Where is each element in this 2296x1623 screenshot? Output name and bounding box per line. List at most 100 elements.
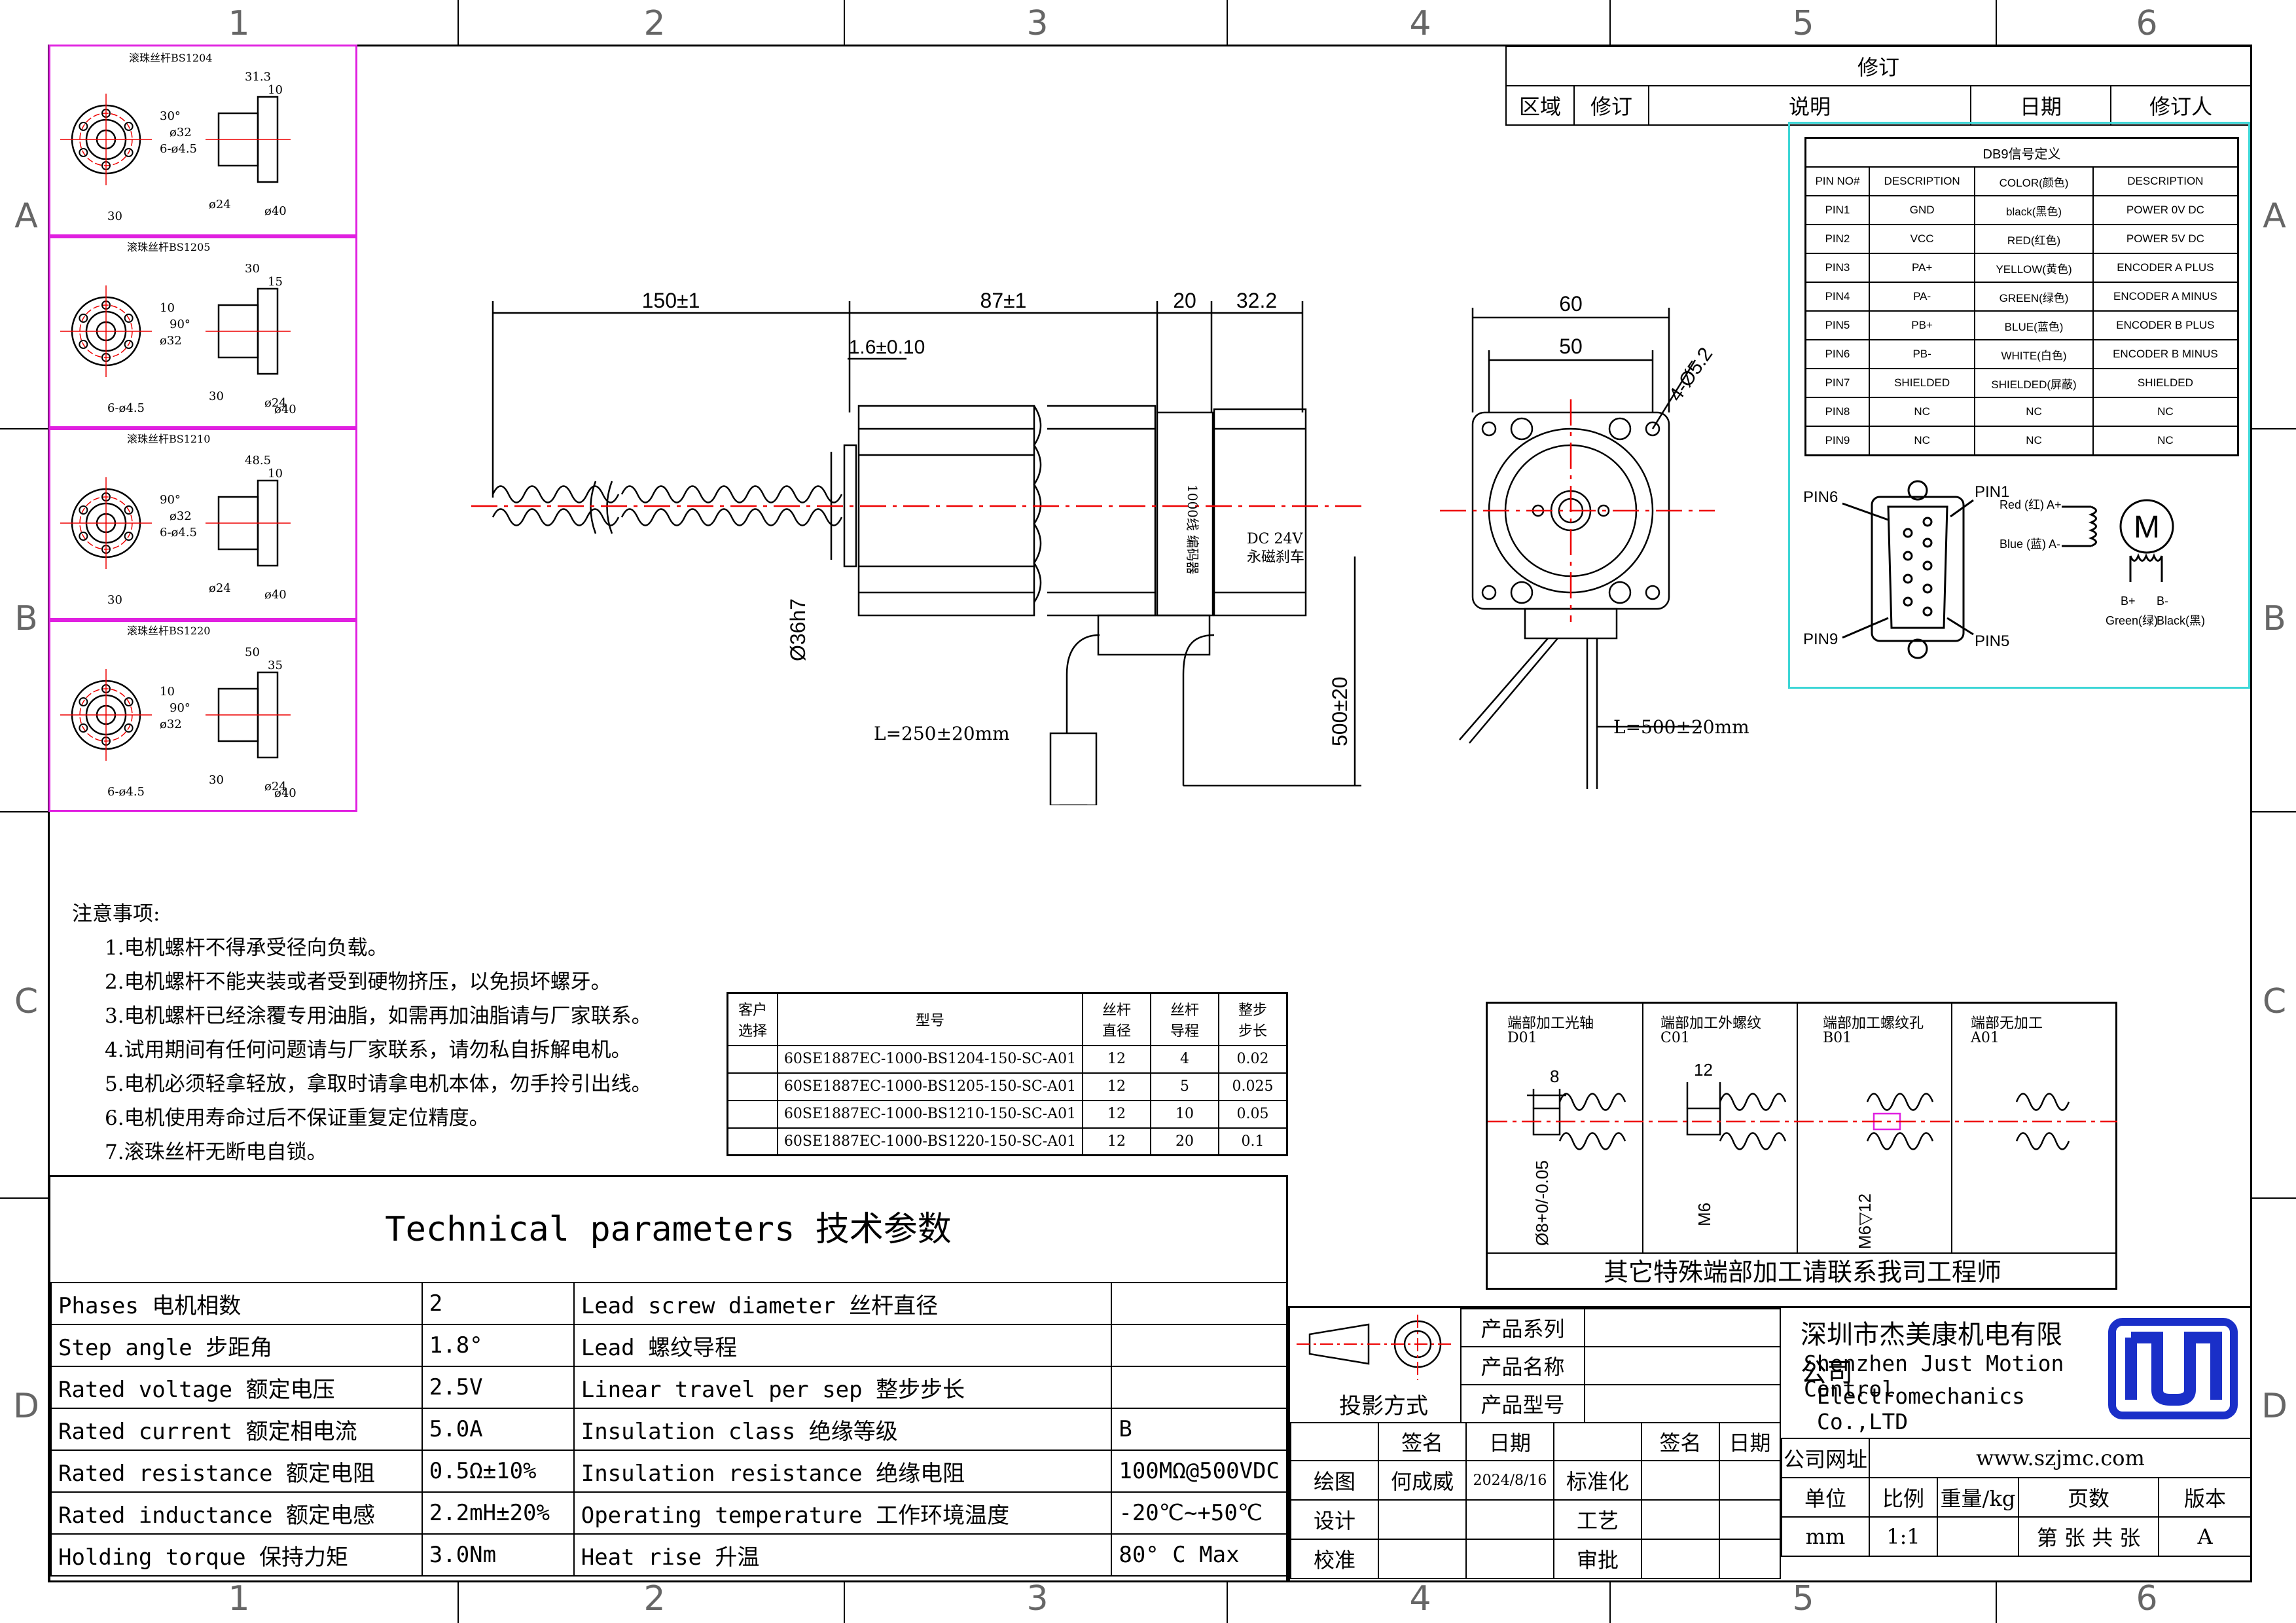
table-cell: black(黑色)	[1974, 195, 2094, 225]
table-cell: ENCODER A PLUS	[2092, 253, 2239, 283]
coil-label: Blue (蓝) A-	[2000, 538, 2060, 551]
zone-col-6: 6	[2136, 4, 2158, 43]
approve-label: 审批	[1553, 1539, 1642, 1579]
coil-label: B-	[2157, 594, 2168, 608]
pin1-label: PIN1	[1975, 483, 2009, 501]
version-label: 版本	[2158, 1477, 2252, 1518]
end-option-c01: 端部加工外螺纹 C01	[1642, 1004, 1798, 1252]
table-cell: ENCODER B MINUS	[2092, 339, 2239, 369]
ballscrew-panel-bs1220	[48, 620, 357, 812]
ballscrew-dim: 90°	[170, 318, 190, 331]
cable-length-left: L=250±20mm	[874, 723, 1010, 744]
coil-label: B+	[2121, 594, 2136, 608]
projection-symbol-icon	[1297, 1315, 1454, 1380]
ballscrew-title: 滚珠丝杆BS1220	[127, 625, 210, 637]
model-label: 产品型号	[1460, 1384, 1585, 1423]
table-cell: ENCODER A MINUS	[2092, 282, 2239, 312]
param-label: Operating temperature 工作环境温度	[573, 1491, 1113, 1535]
ballscrew-dim: ø40	[264, 588, 287, 602]
motor-symbol: M	[2134, 510, 2160, 545]
table-cell: PIN4	[1804, 282, 1870, 312]
note-item: 1.电机螺杆不得承受径向负载。	[105, 936, 388, 960]
end-machining-footer: 其它特殊端部加工请联系我司工程师	[1488, 1252, 2117, 1291]
param-value: 80° C Max	[1111, 1533, 1287, 1577]
unit-label: 单位	[1781, 1477, 1870, 1518]
projection-label: 投影方式	[1339, 1393, 1428, 1419]
ballscrew-title: 滚珠丝杆BS1204	[129, 52, 213, 64]
ballscrew-dim: 50	[245, 646, 260, 659]
param-label: Rated current 额定相电流	[50, 1408, 423, 1451]
table-cell: 5	[1150, 1072, 1219, 1101]
ballscrew-dim: 30	[245, 262, 260, 276]
ballscrew-dim: 48.5	[245, 454, 271, 467]
approval-table: 签名 日期 签名 日期 绘图 何成威 2024/8/16 标准化 设计 工艺 校…	[1290, 1422, 1781, 1579]
title-block: 投影方式 产品系列 产品名称 产品型号 签名 日期 签名 日期 绘图 何成威 2…	[1288, 1306, 2252, 1582]
ballscrew-dim: ø24	[209, 198, 231, 211]
zone-col-2-bottom: 2	[643, 1579, 666, 1618]
zone-row-b: B	[14, 599, 38, 638]
select-cell[interactable]	[726, 1072, 778, 1101]
note-item: 3.电机螺杆已经涂覆专用油脂，如需再加油脂请与厂家联系。	[105, 1004, 652, 1028]
revision-table: 修订 区域 修订 说明 日期 修订人	[1505, 46, 2251, 126]
select-cell[interactable]	[726, 1127, 778, 1156]
param-value: 1.8°	[421, 1324, 575, 1367]
tech-params-title: Technical parameters 技术参数	[385, 1210, 952, 1249]
ballscrew-dim: 10	[160, 685, 175, 699]
table-cell: PIN6	[1804, 339, 1870, 369]
end-machining-panel: 端部加工光轴 D01 端部加工外螺纹 C01 端部加工螺纹孔 B01 端部无加工…	[1486, 1002, 2117, 1290]
model-header-lead: 丝杆 导程	[1150, 992, 1219, 1046]
select-cell[interactable]	[726, 1099, 778, 1129]
db9-header: COLOR(颜色)	[1974, 166, 2094, 196]
zone-row-d: D	[12, 1387, 40, 1426]
coil-label: Green(绿)	[2106, 614, 2158, 627]
ballscrew-dim: 10	[268, 83, 283, 97]
db9-table: DB9信号定义 PIN NO# DESCRIPTION COLOR(颜色) DE…	[1804, 137, 2239, 456]
table-cell: GND	[1868, 195, 1976, 225]
ballscrew-dim: ø24	[264, 780, 287, 793]
end-option-code: D01	[1507, 1030, 1537, 1046]
ballscrew-panels: 滚珠丝杆BS1204	[48, 45, 357, 812]
param-label: Insulation resistance 绝缘电阻	[573, 1450, 1113, 1493]
table-cell: WHITE(白色)	[1974, 339, 2094, 369]
ballscrew-dim: ø32	[160, 718, 182, 731]
end-option-d01: 端部加工光轴 D01	[1488, 1004, 1643, 1252]
end-dim: M6▽12	[1855, 1194, 1874, 1249]
model-table: 客户 选择 型号 丝杆 直径 丝杆 导程 整步 步长 60SE1887EC-10…	[726, 992, 1288, 1156]
table-cell: 0.025	[1218, 1072, 1288, 1101]
table-cell: 10	[1150, 1099, 1219, 1129]
table-cell: 60SE1887EC-1000-BS1220-150-SC-A01	[777, 1127, 1083, 1156]
series-label: 产品系列	[1460, 1308, 1585, 1347]
param-label: Heat rise 升温	[573, 1533, 1113, 1577]
website-value[interactable]: www.szjmc.com	[1869, 1438, 2252, 1478]
sign-header: 签名	[1378, 1422, 1467, 1461]
ballscrew-dim: 31.3	[245, 70, 271, 84]
table-cell: BLUE(蓝色)	[1974, 310, 2094, 340]
param-label: Step angle 步距角	[50, 1324, 423, 1367]
company-name-en-1: Shenzhen Just Motion Control	[1804, 1351, 2064, 1402]
dim-length-87: 87±1	[980, 289, 1027, 312]
pin6-label: PIN6	[1803, 488, 1838, 506]
cable-length-right: L=500±20mm	[1613, 716, 1749, 738]
notes-title: 注意事项:	[72, 902, 160, 926]
param-value: 5.0A	[421, 1408, 575, 1451]
ballscrew-dim: 35	[268, 659, 283, 672]
sign-header-2: 签名	[1641, 1422, 1720, 1461]
select-cell[interactable]	[726, 1044, 778, 1074]
param-value	[1111, 1282, 1287, 1325]
param-label: Lead 螺纹导程	[573, 1324, 1113, 1367]
table-cell: ENCODER B PLUS	[2092, 310, 2239, 340]
zone-col-5: 5	[1792, 4, 1814, 43]
table-cell: PIN2	[1804, 224, 1870, 254]
motor-front-view: 60 50 4-Ø5.2 L=500±20mm	[1440, 292, 1749, 789]
